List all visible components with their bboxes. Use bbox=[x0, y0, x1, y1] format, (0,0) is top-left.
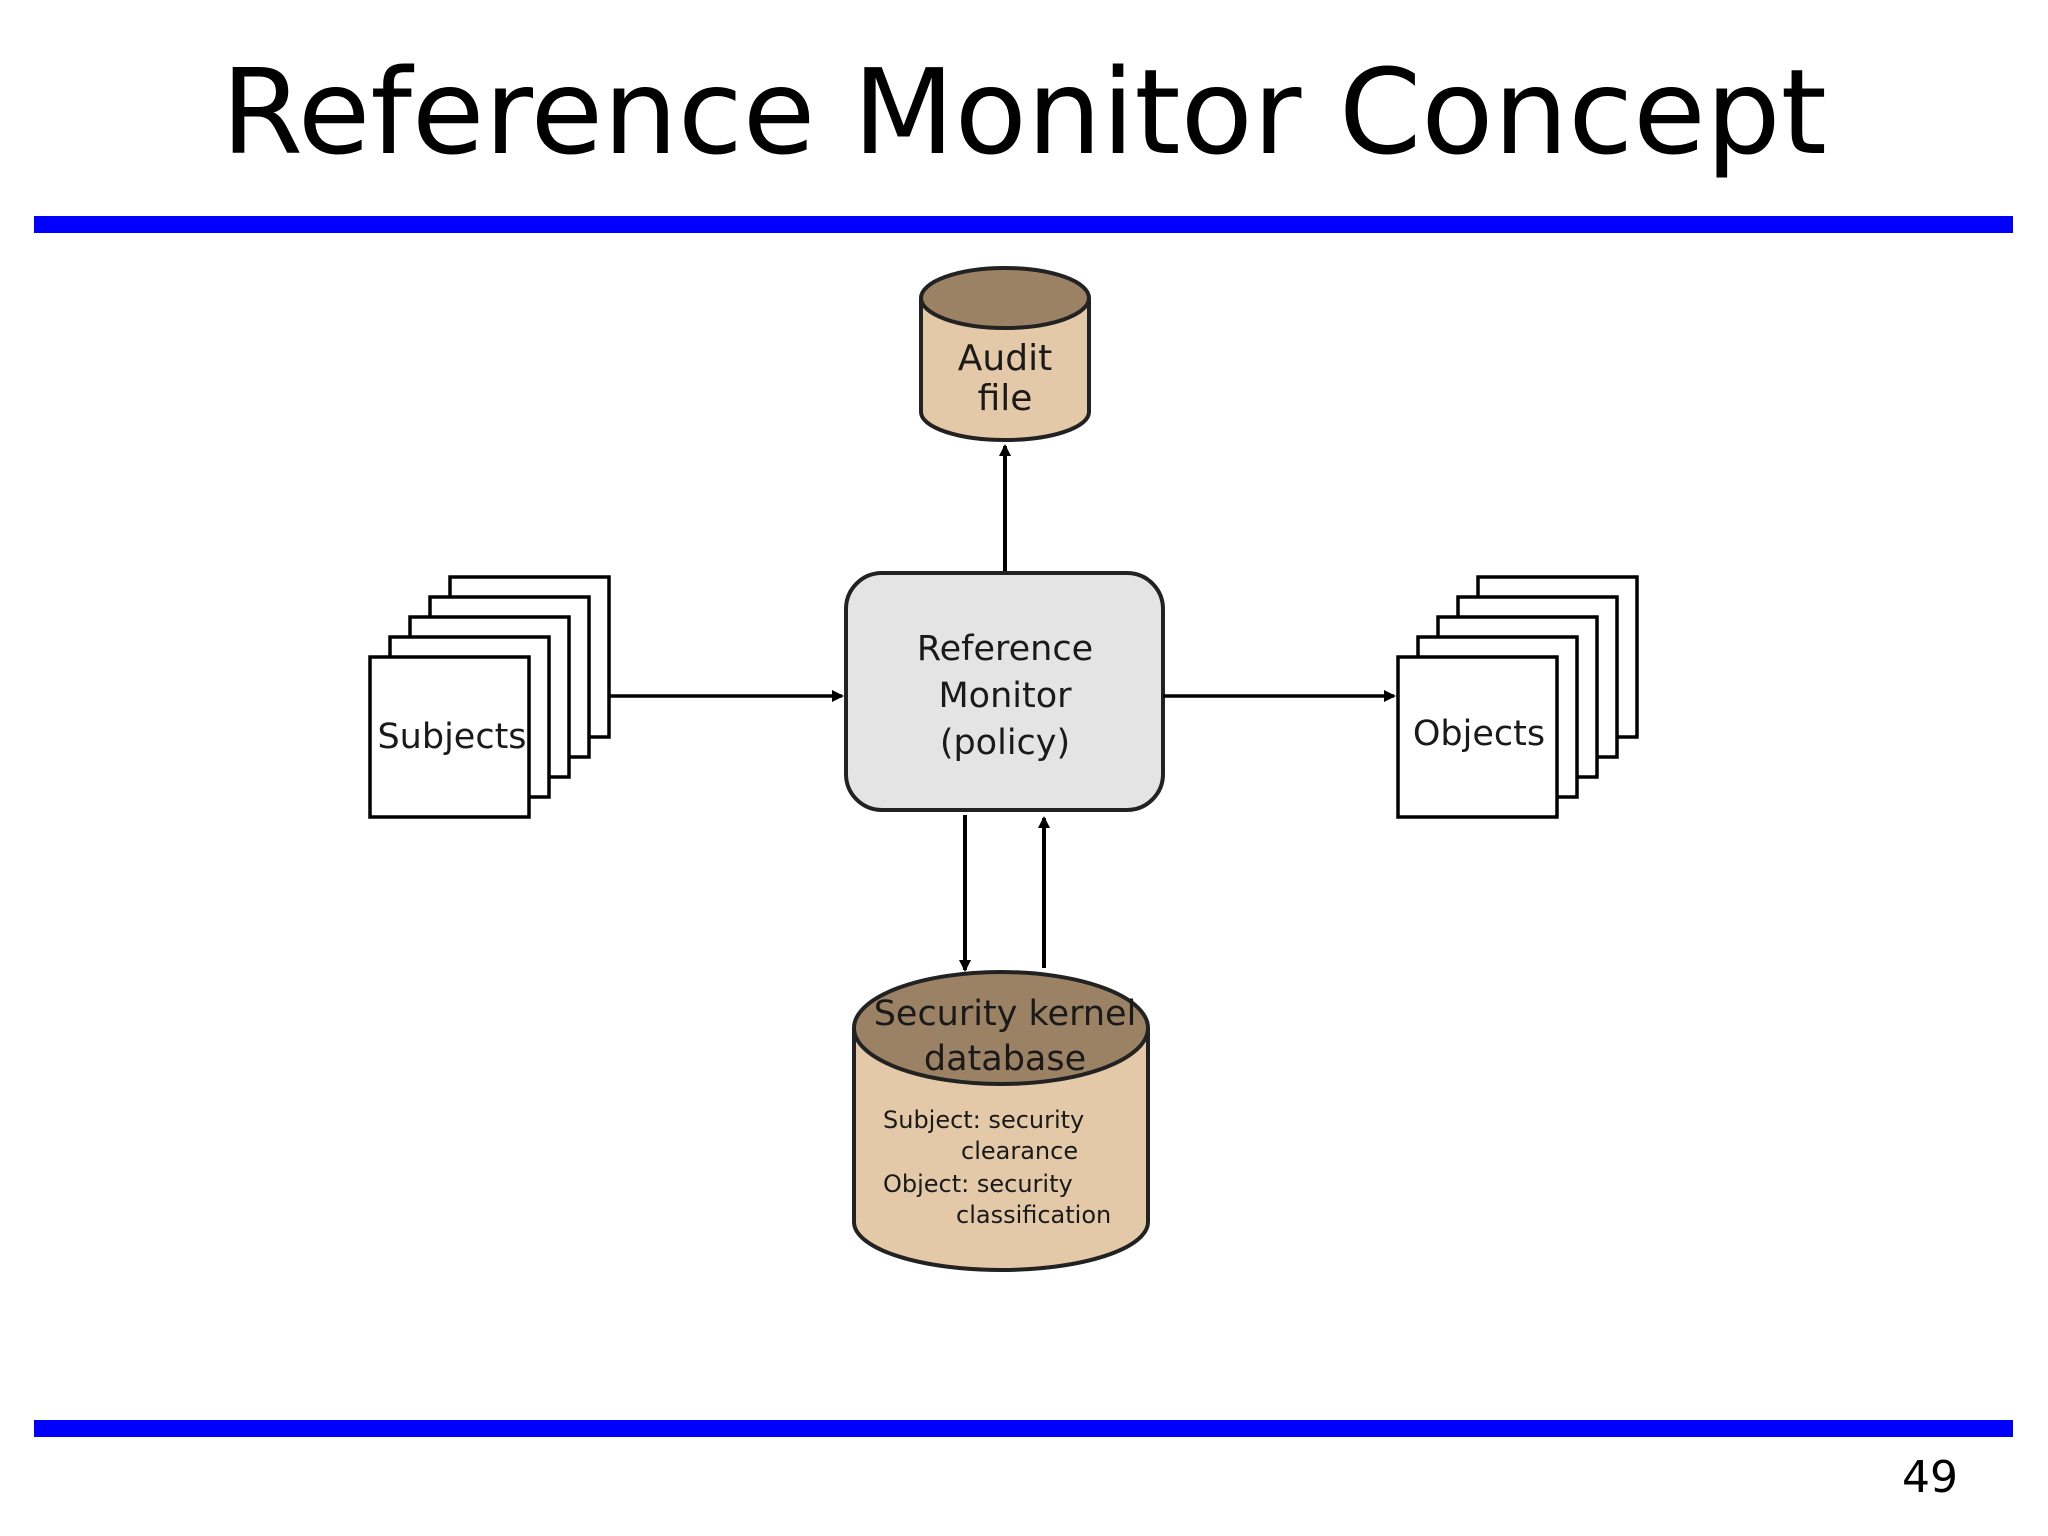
subjects-stack: Subjects bbox=[368, 575, 611, 819]
slide-title: Reference Monitor Concept bbox=[221, 43, 1827, 181]
audit-file-cylinder: Audit file bbox=[919, 266, 1091, 442]
database-label-line2: database bbox=[924, 1039, 1086, 1079]
security-kernel-database-cylinder: Security kernel database Subject: securi… bbox=[852, 970, 1150, 1272]
database-detail-subject: Subject: security bbox=[883, 1106, 1084, 1134]
reference-monitor-line1: Reference bbox=[917, 629, 1093, 669]
database-label-line1: Security kernel bbox=[874, 994, 1137, 1034]
bottom-rule bbox=[34, 1420, 2013, 1437]
database-detail-object: Object: security bbox=[883, 1170, 1073, 1198]
reference-monitor-box: Reference Monitor (policy) bbox=[844, 571, 1165, 812]
audit-file-label-line1: Audit bbox=[958, 338, 1052, 379]
reference-monitor-line3: (policy) bbox=[940, 723, 1070, 763]
database-detail-classification: classification bbox=[956, 1201, 1111, 1229]
page-number: 49 bbox=[1902, 1452, 1958, 1503]
subjects-label: Subjects bbox=[377, 717, 526, 757]
objects-stack: Objects bbox=[1396, 575, 1639, 819]
audit-file-label-line2: file bbox=[978, 378, 1033, 419]
database-detail-clearance: clearance bbox=[961, 1137, 1078, 1165]
reference-monitor-line2: Monitor bbox=[938, 676, 1072, 716]
top-rule bbox=[34, 216, 2013, 233]
objects-label: Objects bbox=[1413, 714, 1545, 754]
